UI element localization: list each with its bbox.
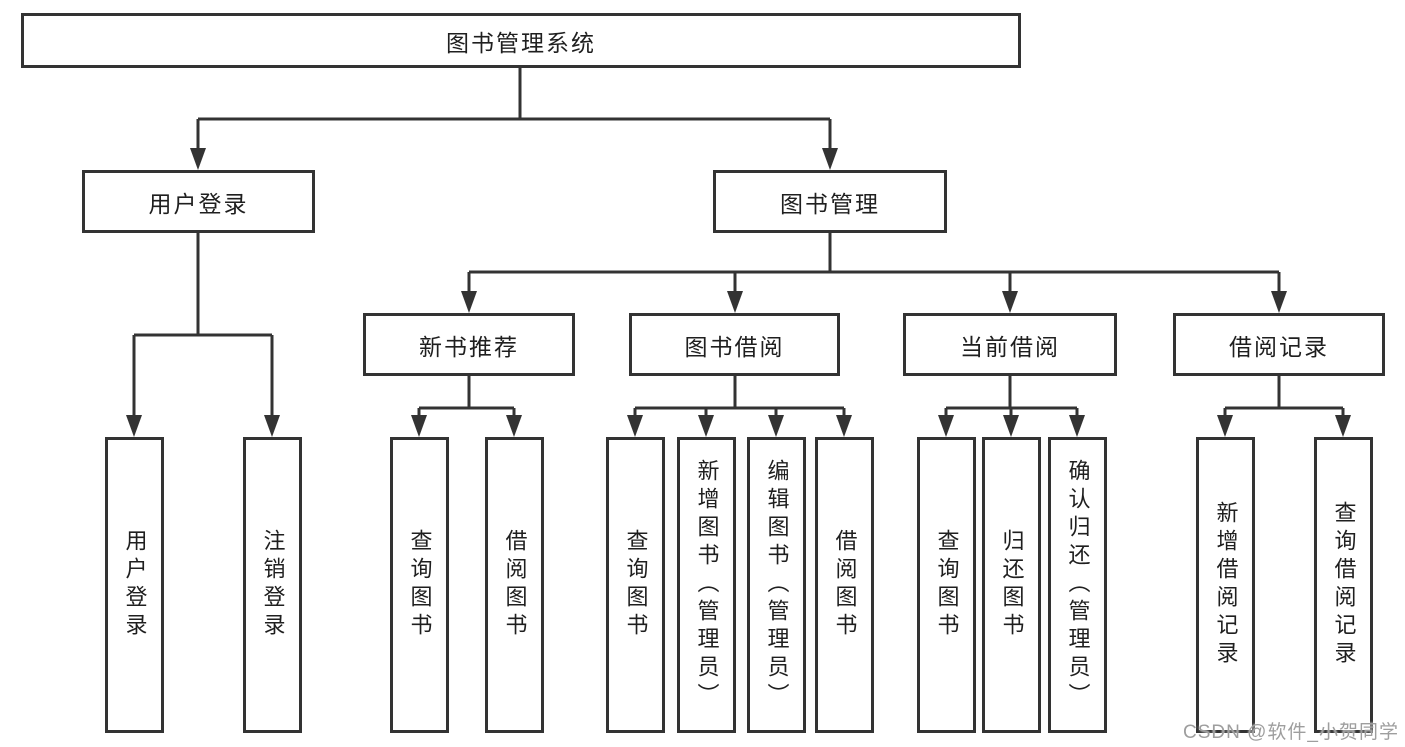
leaf-borrow-books-1: 借阅图书 [485,437,544,733]
leaf-edit-books-admin: 编辑图书（管理员） [747,437,806,733]
arrowhead-icon [822,148,838,170]
arrowhead-icon [836,415,852,437]
arrowhead-icon [506,415,522,437]
leaf-logout: 注销登录 [243,437,302,733]
arrowhead-icon [1002,291,1018,313]
node-borrowing-records: 借阅记录 [1173,313,1385,376]
leaf-user-login: 用户登录 [105,437,164,733]
arrowhead-icon [1335,415,1351,437]
node-book-borrowing: 图书借阅 [629,313,840,376]
arrowhead-icon [264,415,280,437]
node-root-library-system: 图书管理系统 [21,13,1021,68]
leaf-query-books-1: 查询图书 [390,437,449,733]
leaf-return-books: 归还图书 [982,437,1041,733]
arrowhead-icon [1217,415,1233,437]
arrowhead-icon [1003,415,1019,437]
arrowheads [126,148,1351,437]
leaf-add-books-admin: 新增图书（管理员） [677,437,736,733]
leaf-add-borrow-record: 新增借阅记录 [1196,437,1255,733]
arrowhead-icon [190,148,206,170]
leaf-borrow-books-2: 借阅图书 [815,437,874,733]
node-current-borrowing: 当前借阅 [903,313,1117,376]
node-book-management-branch: 图书管理 [713,170,947,233]
arrowhead-icon [461,291,477,313]
leaf-query-borrow-record: 查询借阅记录 [1314,437,1373,733]
leaf-query-books-3: 查询图书 [917,437,976,733]
leaf-query-books-2: 查询图书 [606,437,665,733]
csdn-watermark: CSDN @软件_小贺同学 [1183,722,1399,743]
node-new-book-recommendation: 新书推荐 [363,313,575,376]
arrowhead-icon [627,415,643,437]
arrowhead-icon [1069,415,1085,437]
node-user-login-branch: 用户登录 [82,170,315,233]
arrowhead-icon [1271,291,1287,313]
arrowhead-icon [698,415,714,437]
connector-lines [132,68,1345,417]
leaf-confirm-return-admin: 确认归还（管理员） [1048,437,1107,733]
arrowhead-icon [411,415,427,437]
arrowhead-icon [768,415,784,437]
arrowhead-icon [938,415,954,437]
arrowhead-icon [126,415,142,437]
arrowhead-icon [727,291,743,313]
